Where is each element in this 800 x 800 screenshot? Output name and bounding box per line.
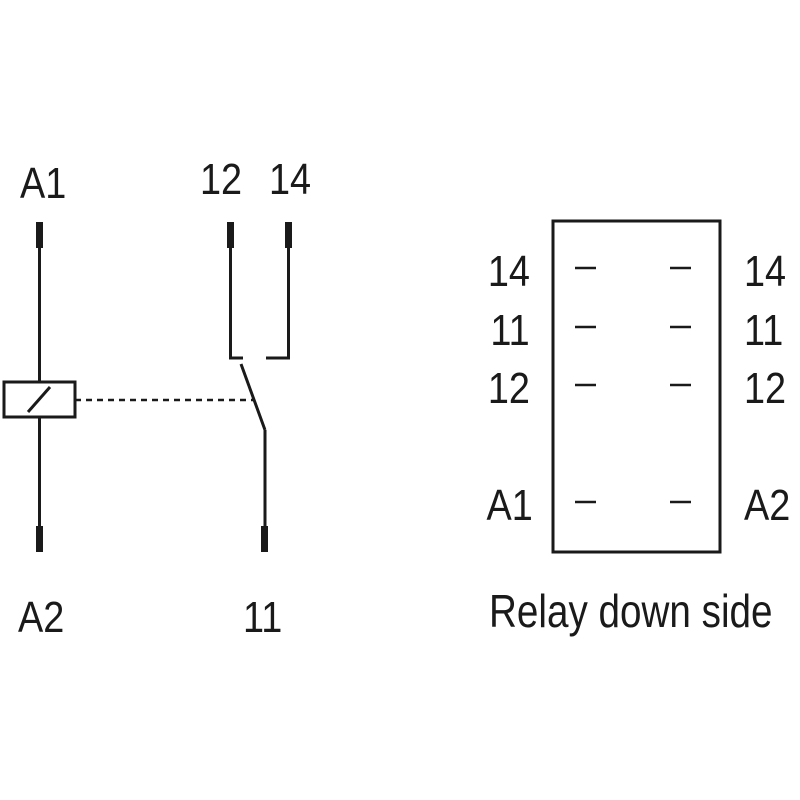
label-12-top: 12 xyxy=(200,155,243,204)
terminal-11-pin xyxy=(261,526,268,552)
pin-label-right-a2: A2 xyxy=(744,481,791,530)
pin-label-right-12: 12 xyxy=(744,364,787,413)
label-a2-bottom: A2 xyxy=(18,593,65,642)
pin-label-left-11: 11 xyxy=(490,306,530,355)
switch-blade xyxy=(239,363,267,431)
a2-terminal-pin xyxy=(36,526,43,552)
label-14-top: 14 xyxy=(269,155,312,204)
pin-label-left-14: 14 xyxy=(487,247,530,296)
coil-diagonal xyxy=(26,386,52,413)
pin-marks xyxy=(575,266,691,504)
terminal-12-pin xyxy=(227,222,234,248)
pin-label-right-11: 11 xyxy=(744,306,784,355)
no-contact-wire xyxy=(266,248,290,360)
pin-label-left-a1: A1 xyxy=(486,481,533,530)
label-11-bottom: 11 xyxy=(243,593,283,642)
terminal-14-pin xyxy=(285,222,292,248)
label-a1-top: A1 xyxy=(20,159,67,208)
nc-contact-wire xyxy=(229,248,243,360)
relay-body-outline xyxy=(551,219,722,554)
a1-terminal-pin xyxy=(36,222,43,248)
pin-label-left-12: 12 xyxy=(487,364,530,413)
pin-label-right-14: 14 xyxy=(744,247,787,296)
pinout-caption: Relay down side xyxy=(489,585,773,637)
